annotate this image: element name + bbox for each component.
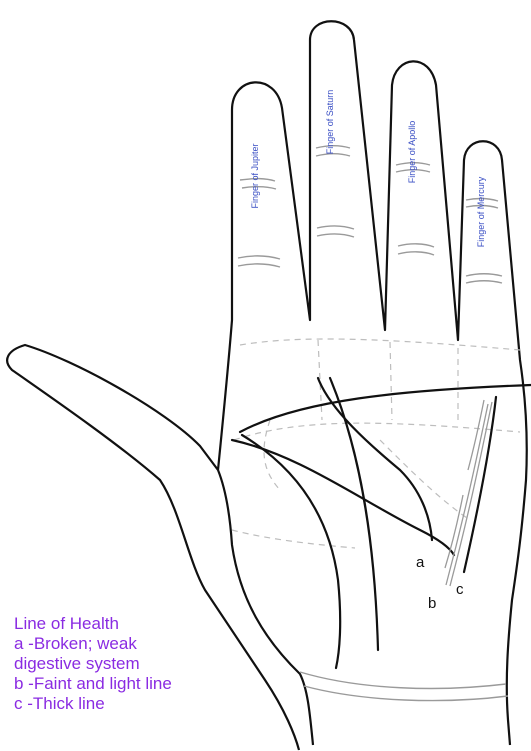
caption-title: Line of Health	[14, 614, 314, 634]
finger-label-jupiter: Finger of Jupiter	[250, 143, 260, 208]
fate-line	[330, 378, 378, 650]
caption-block: Line of Health a -Broken; weak digestive…	[14, 614, 314, 714]
wrist-creases	[300, 672, 508, 701]
finger-label-mercury: Finger of Mercury	[476, 176, 486, 247]
health-line-b	[450, 402, 492, 586]
caption-line-a-2: digestive system	[14, 654, 314, 674]
finger-label-apollo: Finger of Apollo	[407, 121, 417, 184]
marker-b: b	[428, 595, 436, 612]
marker-a: a	[416, 554, 425, 571]
health-line-c	[464, 397, 496, 572]
health-line-a-lower	[445, 495, 463, 568]
marker-c: c	[456, 581, 464, 598]
caption-line-c: c -Thick line	[14, 694, 314, 714]
caption-line-a-1: a -Broken; weak	[14, 634, 314, 654]
caption-line-b: b -Faint and light line	[14, 674, 314, 694]
finger-label-saturn: Finger of Saturn	[325, 90, 335, 155]
